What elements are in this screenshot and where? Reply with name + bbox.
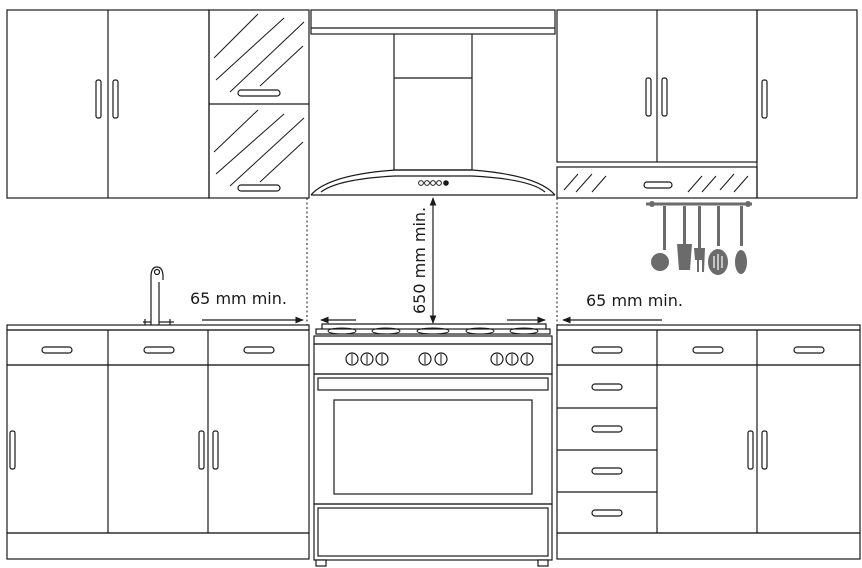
glass-panel-top	[213, 13, 305, 93]
control-knobs	[345, 352, 534, 366]
right-clearance-label: 65 mm min.	[586, 291, 683, 310]
hood-buttons	[418, 180, 449, 186]
left-upper-cabinets	[6, 9, 310, 199]
right-upper-cabinets	[556, 9, 858, 199]
glass-panel-bottom	[213, 109, 305, 187]
burner-grates	[327, 327, 539, 335]
sink-faucet-icon	[143, 266, 174, 325]
right-base-cabinets	[556, 324, 861, 560]
vertical-clearance-label: 650 mm min.	[410, 207, 429, 314]
glass-shelf-hatching	[563, 173, 749, 193]
utensil-rail-icon	[646, 201, 752, 275]
left-base-cabinets	[6, 324, 310, 560]
chimney-hood-icon	[310, 9, 556, 196]
range-cooker-icon	[313, 323, 553, 567]
left-clearance-label: 65 mm min.	[190, 289, 287, 308]
clearance-guides	[202, 197, 662, 325]
